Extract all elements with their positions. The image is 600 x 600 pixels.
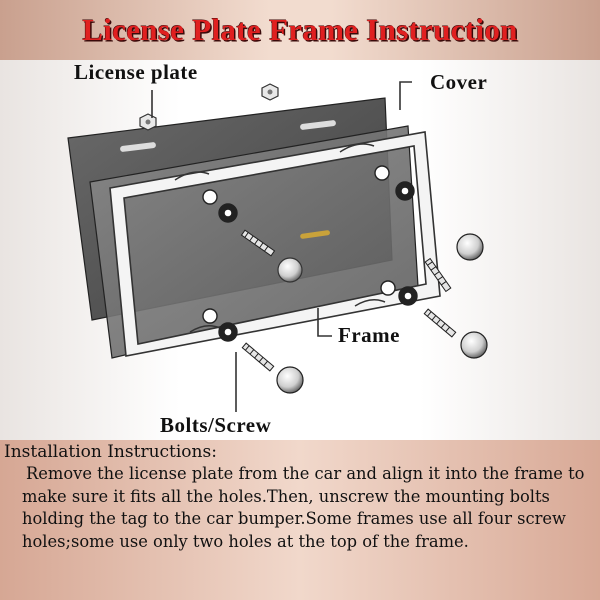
center-cap [278,258,302,282]
label-bolts-screw: Bolts/Screw [160,413,271,438]
instructions-body: Remove the license plate from the car an… [4,463,596,553]
label-frame: Frame [338,323,400,348]
label-license-plate: License plate [74,60,198,85]
label-cover: Cover [430,70,487,95]
diagram-drawing [0,60,600,440]
instructions-panel: Installation Instructions: Remove the li… [0,440,600,600]
page-title: License Plate Frame Instruction [82,12,517,48]
instructions-heading: Installation Instructions: [4,442,596,463]
title-bar: License Plate Frame Instruction [0,0,600,60]
exploded-diagram: License plate Cover Frame Bolts/Screw [0,60,600,440]
